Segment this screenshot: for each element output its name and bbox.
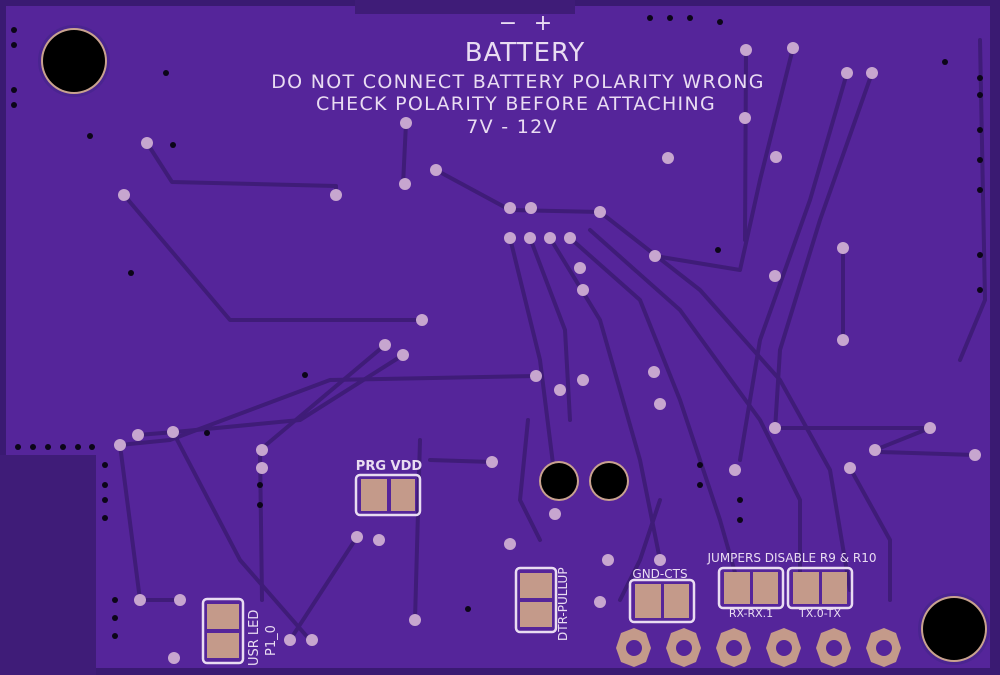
jumper-prg-vdd[interactable] bbox=[354, 473, 422, 517]
small-vias bbox=[11, 15, 983, 639]
header-pin bbox=[716, 628, 751, 667]
battery-plus-label: + bbox=[534, 11, 552, 36]
battery-title: BATTERY bbox=[465, 38, 586, 68]
jumper-gnd-cts[interactable] bbox=[628, 578, 696, 624]
header-pin bbox=[616, 628, 651, 667]
jumper-usr-led[interactable] bbox=[201, 597, 245, 665]
p1-0-label: P1_0 bbox=[264, 625, 279, 656]
jumpers-note: JUMPERS DISABLE R9 & R10 bbox=[707, 551, 877, 565]
dtr-pullup-label: DTR-PULLUP bbox=[556, 567, 570, 641]
rx-rx1-label: RX-RX.1 bbox=[729, 607, 773, 620]
copper-pour-lower bbox=[96, 455, 990, 668]
board-top-edge-strip bbox=[355, 0, 575, 14]
header-pin bbox=[866, 628, 901, 667]
jumper-dtr-pullup[interactable] bbox=[514, 566, 558, 634]
header-pin bbox=[816, 628, 851, 667]
battery-warning-line-1: DO NOT CONNECT BATTERY POLARITY WRONG bbox=[271, 71, 765, 93]
board-cutout-left bbox=[0, 455, 96, 675]
tx0-tx-label: TX.0-TX bbox=[798, 607, 841, 620]
vias bbox=[114, 42, 981, 664]
mounting-holes bbox=[38, 25, 990, 665]
gnd-cts-label: GND-CTS bbox=[632, 567, 687, 581]
jumper-rx-rx1[interactable] bbox=[717, 566, 785, 610]
usr-led-label: USR LED bbox=[247, 610, 262, 666]
header-pin bbox=[666, 628, 701, 667]
battery-voltage-range: 7V - 12V bbox=[466, 116, 558, 138]
jumper-tx0-tx[interactable] bbox=[786, 566, 854, 610]
header-pin bbox=[766, 628, 801, 667]
battery-minus-label: − bbox=[499, 11, 517, 36]
trace-group bbox=[118, 38, 987, 642]
battery-warning-line-2: CHECK POLARITY BEFORE ATTACHING bbox=[316, 93, 716, 115]
header-pins bbox=[616, 628, 901, 667]
prg-vdd-label: PRG VDD bbox=[356, 459, 423, 474]
